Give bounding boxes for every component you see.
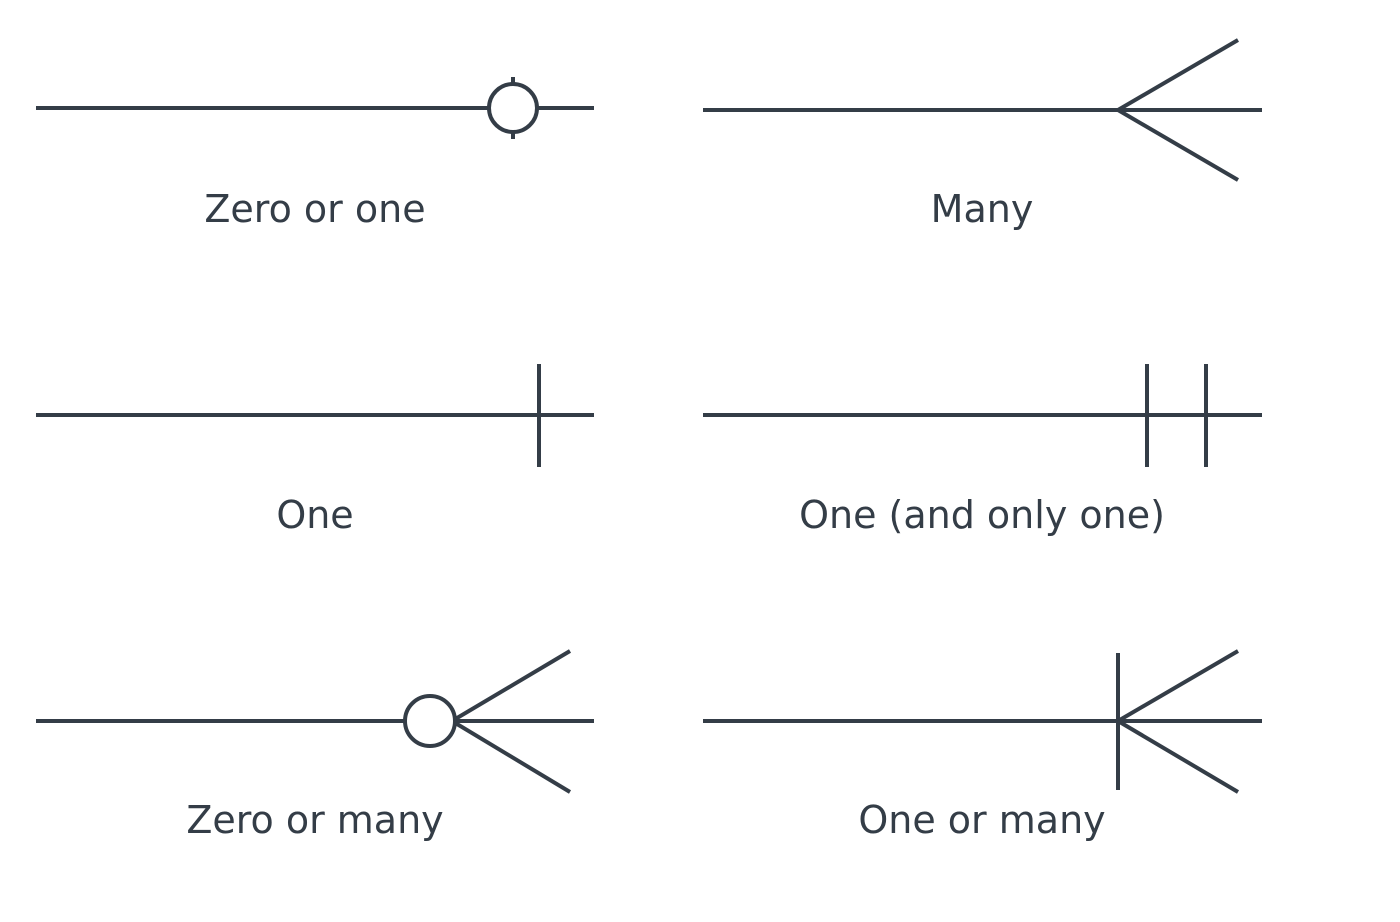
notation-label: Many — [931, 187, 1034, 231]
one-symbol — [36, 364, 594, 467]
notation-one-and-only-one: One (and only one) — [703, 364, 1262, 537]
one-or-many-symbol — [703, 649, 1262, 794]
zero-ring-icon — [403, 694, 457, 748]
crows-foot-lower-prong — [1116, 108, 1240, 182]
notation-label: Zero or one — [204, 187, 425, 231]
crows-foot-lower-prong — [450, 719, 572, 794]
one-and-only-one-symbol — [703, 364, 1262, 467]
notation-label: One (and only one) — [799, 493, 1165, 537]
notation-zero-or-many: Zero or many — [36, 649, 594, 842]
many-symbol — [703, 38, 1262, 182]
crows-foot-upper-prong — [450, 649, 572, 723]
notation-label: One — [276, 493, 353, 537]
notation-label: Zero or many — [186, 798, 443, 842]
crows-foot-upper-prong — [1116, 649, 1240, 723]
notation-zero-or-one: Zero or one — [36, 77, 594, 231]
crows-foot-lower-prong — [1116, 719, 1240, 794]
notation-one: One — [36, 364, 594, 537]
notation-one-or-many: One or many — [703, 649, 1262, 842]
zero-ring-icon — [487, 82, 539, 134]
notation-label: One or many — [858, 798, 1105, 842]
crows-foot-upper-prong — [1116, 38, 1240, 112]
zero-or-many-symbol — [36, 649, 594, 794]
zero-or-one-symbol — [36, 77, 594, 139]
notation-many: Many — [703, 38, 1262, 231]
